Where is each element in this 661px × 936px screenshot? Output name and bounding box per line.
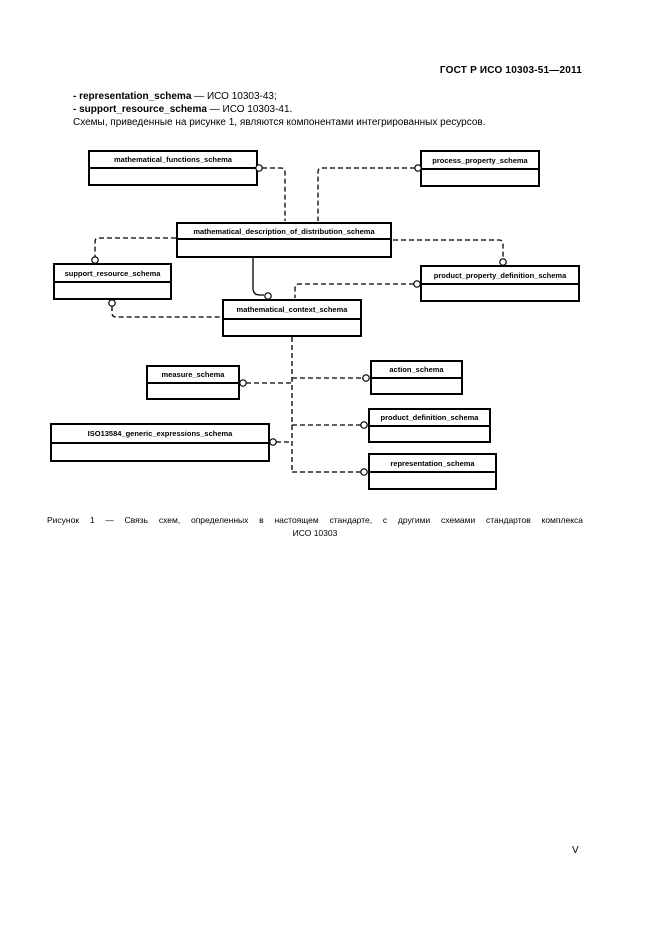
connector-process-property-to-description	[317, 167, 415, 221]
relationship-circle	[360, 468, 368, 476]
schema-box-label: representation_schema	[370, 455, 495, 473]
schema-box-label: ISO13584_generic_expressions_schema	[52, 425, 268, 444]
schema-box-body	[370, 427, 489, 441]
relationship-circle	[108, 299, 116, 307]
schema-term-ref: — ИСО 10303-41.	[206, 104, 293, 115]
schema-box-label: product_property_definition_schema	[422, 267, 578, 285]
relationship-circle	[360, 421, 368, 429]
schema-box-body	[422, 285, 578, 300]
schema-box-body	[178, 240, 390, 256]
schema-box-label: product_definition_schema	[370, 410, 489, 427]
schema-box-label: mathematical_context_schema	[224, 301, 360, 320]
schema-box-label: process_property_schema	[422, 152, 538, 170]
schema-term-ref: — ИСО 10303-43;	[191, 91, 277, 102]
schema-box-body	[372, 379, 461, 393]
schema-box-body	[224, 320, 360, 335]
schema-box-body	[55, 283, 170, 298]
connector-description-to-support-resource	[94, 237, 176, 257]
connector-functions-to-description	[262, 167, 286, 221]
schema-box-measure: measure_schema	[146, 365, 240, 400]
schema-box-mathematical-context: mathematical_context_schema	[222, 299, 362, 337]
schema-term: - support_resource_schema	[73, 104, 207, 115]
schema-box-label: measure_schema	[148, 367, 238, 384]
figure-caption: Рисунок 1 — Связь схем, определенных в н…	[47, 514, 583, 540]
schema-box-body	[422, 170, 538, 185]
schema-box-product-definition: product_definition_schema	[368, 408, 491, 443]
schema-box-representation: representation_schema	[368, 453, 497, 490]
connector-description-to-context	[252, 258, 264, 296]
schema-box-action: action_schema	[370, 360, 463, 395]
schema-box-iso13584-generic-expressions: ISO13584_generic_expressions_schema	[50, 423, 270, 462]
schema-box-body	[52, 444, 268, 460]
schema-term: - representation_schema	[73, 91, 192, 102]
schema-box-body	[148, 384, 238, 398]
schema-box-body	[90, 169, 256, 184]
list-item: - support_resource_schema — ИСО 10303-41…	[73, 103, 593, 116]
connector-description-to-product-property	[393, 239, 504, 259]
schema-box-body	[370, 473, 495, 488]
schema-box-label: action_schema	[372, 362, 461, 379]
page-number: V	[572, 845, 579, 856]
intro-text-block: - representation_schema — ИСО 10303-43; …	[73, 90, 593, 129]
relationship-circle	[362, 374, 370, 382]
schema-box-product-property-definition: product_property_definition_schema	[420, 265, 580, 302]
paragraph: Схемы, приведенные на рисунке 1, являютс…	[73, 117, 486, 128]
schema-box-label: support_resource_schema	[55, 265, 170, 283]
list-item: - representation_schema — ИСО 10303-43;	[73, 90, 593, 103]
relationship-circle	[239, 379, 247, 387]
schema-box-mathematical-functions: mathematical_functions_schema	[88, 150, 258, 186]
schema-box-support-resource: support_resource_schema	[53, 263, 172, 300]
standard-reference: ГОСТ Р ИСО 10303-51—2011	[439, 65, 582, 76]
figure-caption-line1: Рисунок 1 — Связь схем, определенных в н…	[47, 515, 583, 525]
schema-box-label: mathematical_functions_schema	[90, 152, 256, 169]
figure-caption-line2: ИСО 10303	[292, 528, 338, 538]
relationship-circle	[269, 438, 277, 446]
connector-product-property-to-context	[294, 283, 414, 298]
schema-box-process-property: process_property_schema	[420, 150, 540, 187]
schema-box-mathematical-description-of-distribution: mathematical_description_of_distribution…	[176, 222, 392, 258]
connector-support-resource-to-context	[111, 306, 221, 318]
schema-box-label: mathematical_description_of_distribution…	[178, 224, 390, 240]
